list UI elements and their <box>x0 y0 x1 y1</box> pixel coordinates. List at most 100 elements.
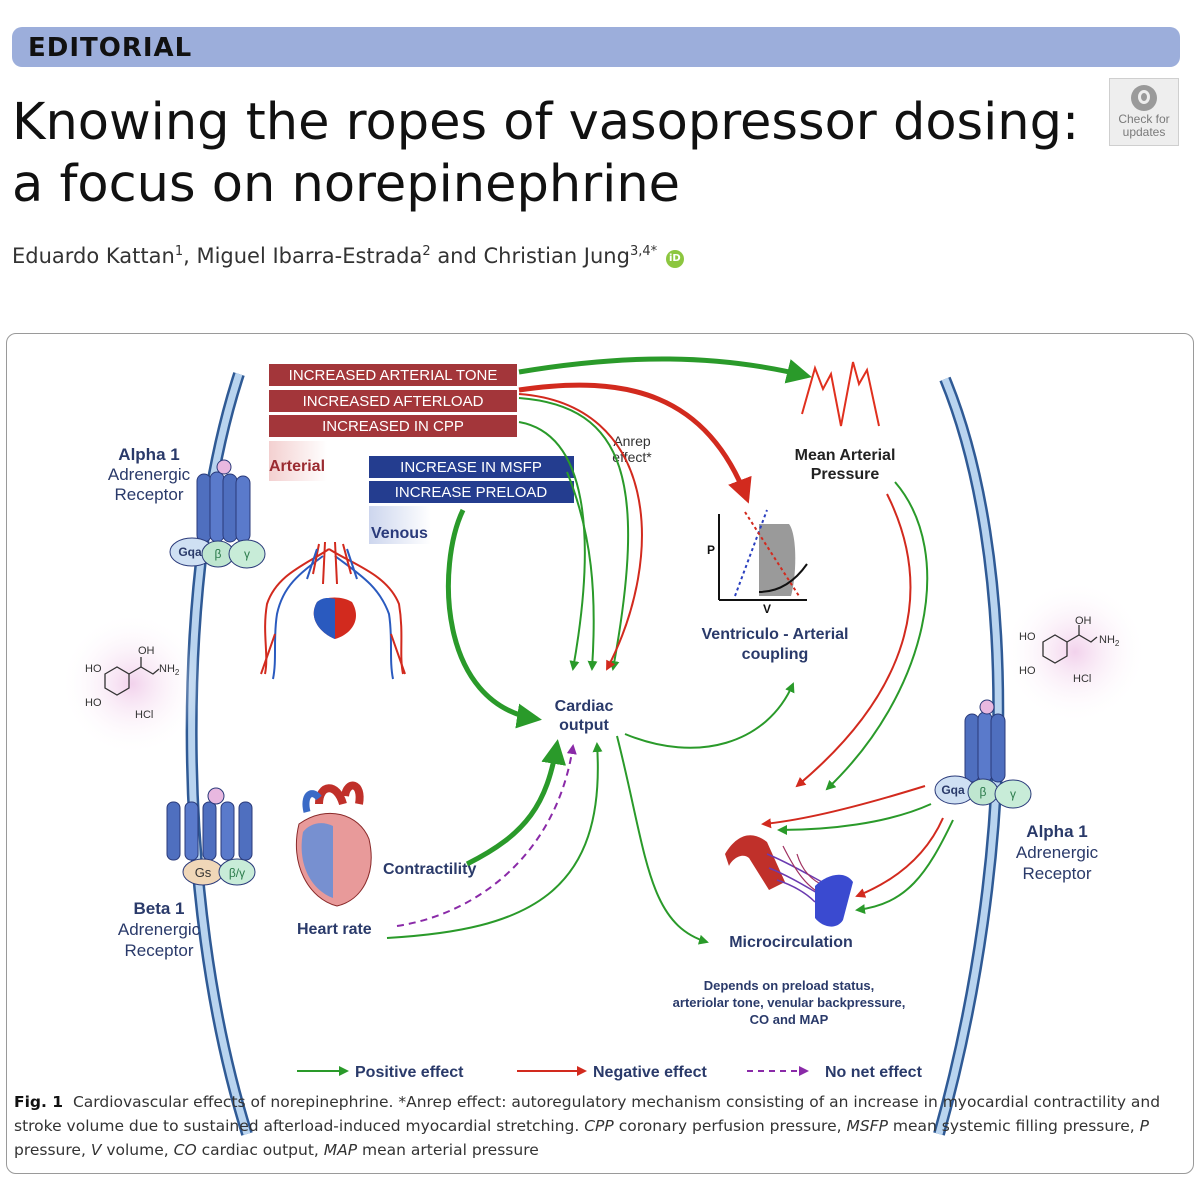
box-afterload <box>269 390 517 412</box>
g-beta-right: β <box>980 785 987 799</box>
arrow-map-neg-micro <box>795 493 912 788</box>
mol-left-ho1: HO <box>85 663 102 675</box>
alpha-right-line1: Alpha 1 <box>1026 822 1087 841</box>
alpha1-receptor-right <box>934 699 1032 809</box>
alpha-right-line2: Adrenergic <box>1016 843 1099 862</box>
g-beta-left: β <box>215 547 222 561</box>
g-gamma-left: γ <box>244 547 250 561</box>
arrow-afterload-to-coupling <box>518 382 752 504</box>
box-msfp <box>369 456 574 478</box>
microcirculation-label: Microcirculation <box>729 934 853 951</box>
arrow-afterload-neg-co <box>518 393 643 671</box>
coupling-line2: coupling <box>742 646 809 663</box>
map-waveform <box>801 361 880 427</box>
mol-right-hcl: HCl <box>1073 673 1091 685</box>
section-label: EDITORIAL <box>28 33 193 63</box>
label-arterial: Arterial <box>269 458 325 475</box>
beta-line2: Adrenergic <box>118 920 201 939</box>
alpha-left-line3: Receptor <box>115 485 184 504</box>
arrow-cpp-to-co <box>518 421 586 671</box>
mol-left-hcl: HCl <box>135 709 153 721</box>
heart-small-right <box>313 598 335 639</box>
legend-negative-label: Negative effect <box>593 1064 707 1081</box>
vasculature-illustration <box>260 541 406 680</box>
box-cpp <box>269 415 517 437</box>
arrow-alpha-neg-arteriole <box>761 785 926 829</box>
pv-loop-plot <box>718 509 808 601</box>
micro-note-line1: Depends on preload status, <box>704 978 874 993</box>
arrow-co-to-coupling <box>624 682 795 749</box>
mol-left-oh: OH <box>138 645 155 657</box>
caption-text: Cardiovascular effects of norepinephrine… <box>14 1093 1161 1135</box>
check-updates-line2: updates <box>1122 125 1166 139</box>
arrow-afterload-to-co <box>518 397 630 671</box>
arrow-contractility-to-co <box>465 739 567 867</box>
check-updates-icon <box>1131 85 1157 111</box>
legend: Positive effect Negative effect No net e… <box>297 1064 923 1081</box>
heart-rate-label: Heart rate <box>297 921 372 938</box>
heart-illustration <box>295 781 372 907</box>
map-label-line1: Mean Arterial <box>795 447 896 464</box>
author-conjunction: and <box>430 244 484 268</box>
norepinephrine-molecule-right <box>1042 625 1098 664</box>
author-affiliation: 1 <box>174 244 184 259</box>
figure-panel: INCREASED ARTERIAL TONE INCREASED AFTERL… <box>6 333 1194 1174</box>
negative-arrows <box>518 382 944 898</box>
author-name[interactable]: Miguel Ibarra-Estrada <box>196 244 423 268</box>
figure-diagram: INCREASED ARTERIAL TONE INCREASED AFTERL… <box>60 356 1147 1136</box>
legend-positive-label: Positive effect <box>355 1064 464 1081</box>
author-name[interactable]: Eduardo Kattan <box>12 244 175 268</box>
mol-left-ho2: HO <box>85 697 102 709</box>
label-cpp: INCREASED IN CPP <box>322 418 464 435</box>
beta1-receptor <box>166 787 256 886</box>
caption-label: Fig. 1 <box>14 1093 64 1111</box>
arrow-co-to-micro <box>616 735 709 945</box>
contractility-label: Contractility <box>383 861 476 878</box>
beta-line1: Beta 1 <box>133 899 184 918</box>
orcid-icon[interactable]: iD <box>665 250 684 268</box>
axis-p-label: P <box>707 543 715 557</box>
box-preload <box>369 481 574 503</box>
micro-note-line3: CO and MAP <box>750 1012 829 1027</box>
mol-right-oh: OH <box>1075 615 1092 627</box>
arrow-tone-to-map <box>518 356 812 384</box>
mol-right-ho1: HO <box>1019 631 1036 643</box>
g-alpha-left: Gqa <box>178 545 202 559</box>
arrow-alpha-to-venule <box>855 819 954 915</box>
molecule-glow-right <box>1003 580 1147 724</box>
micro-note-line2: arteriolar tone, venular backpressure, <box>673 995 906 1010</box>
mol-left-nh2: NH2 <box>159 663 180 677</box>
alpha-left-line1: Alpha 1 <box>118 445 179 464</box>
arrow-map-to-micro <box>825 481 929 791</box>
legend-none-label: No net effect <box>825 1064 923 1081</box>
gs-label: Gs <box>195 865 212 880</box>
arrow-alpha-to-arteriole <box>777 803 932 835</box>
arterial-fade <box>269 441 327 481</box>
beta-gamma-label: β/γ <box>229 866 245 880</box>
coupling-line1: Ventriculo - Arterial <box>702 626 849 643</box>
g-gamma-right: γ <box>1010 787 1016 801</box>
g-alpha-right: Gqa <box>941 783 965 797</box>
arrow-alpha-neg-venule <box>855 817 944 898</box>
alpha1-receptor-left <box>169 459 266 569</box>
alpha-left-line2: Adrenergic <box>108 465 191 484</box>
label-arterial-tone: INCREASED ARTERIAL TONE <box>289 367 498 384</box>
label-afterload: INCREASED AFTERLOAD <box>303 393 484 410</box>
mol-right-ho2: HO <box>1019 665 1036 677</box>
molecule-glow-left <box>60 612 204 756</box>
arrow-preload-to-co <box>445 508 542 729</box>
arrow-hr-no-net <box>396 744 577 927</box>
arrow-msfp-to-co <box>566 471 598 671</box>
article-title: Knowing the ropes of vasopressor dosing:… <box>12 93 1080 214</box>
caption-abbrevs: CPP coronary perfusion pressure, MSFP me… <box>14 1117 1149 1159</box>
author-separator: , <box>183 244 197 268</box>
check-for-updates-badge[interactable]: Check for updates <box>1109 78 1179 146</box>
author-affiliation: 3,4* <box>629 244 658 259</box>
label-venous: Venous <box>371 525 428 542</box>
check-updates-line1: Check for <box>1118 112 1170 126</box>
venous-fade <box>369 506 431 544</box>
figure-caption: Fig. 1 Cardiovascular effects of norepin… <box>14 1090 1179 1162</box>
author-name[interactable]: Christian Jung <box>483 244 630 268</box>
norepinephrine-molecule-left <box>104 657 160 696</box>
box-arterial-tone <box>269 364 517 386</box>
